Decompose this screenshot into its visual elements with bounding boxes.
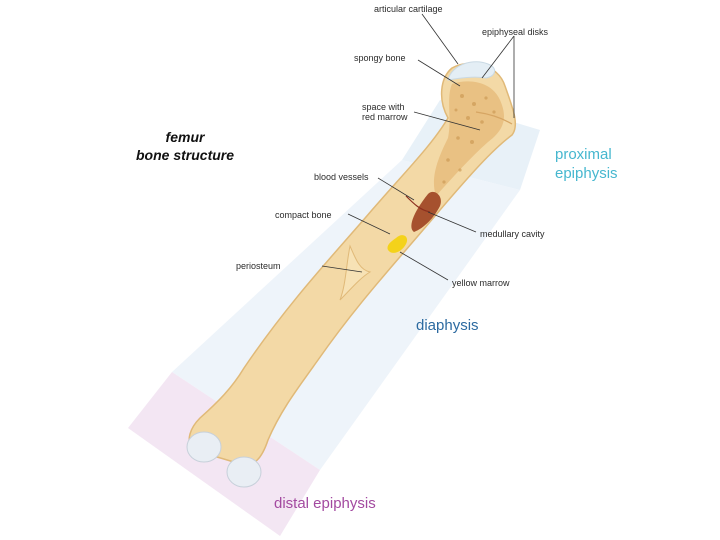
label-articular-cartilage: articular cartilage <box>374 4 443 14</box>
label-periosteum: periosteum <box>236 261 281 271</box>
label-compact-bone: compact bone <box>275 210 332 220</box>
region-label-distal-epiphysis: distal epiphysis <box>274 494 376 513</box>
region-proximal-line-2: epiphysis <box>555 164 618 183</box>
distal-cartilage-knob <box>227 457 261 487</box>
label-spongy-bone: spongy bone <box>354 53 406 63</box>
label-space-line-2: red marrow <box>362 112 408 122</box>
region-label-proximal-epiphysis: proximal epiphysis <box>555 145 618 183</box>
leader-articular-cartilage <box>422 14 458 64</box>
region-proximal-line-1: proximal <box>555 145 618 164</box>
label-epiphyseal-disks: epiphyseal disks <box>482 27 548 37</box>
title-line-1: femur <box>136 128 234 146</box>
label-medullary-cavity: medullary cavity <box>480 229 545 239</box>
label-yellow-marrow: yellow marrow <box>452 278 510 288</box>
label-space-with-red-marrow: space with red marrow <box>362 102 408 122</box>
distal-cartilage-knob <box>187 432 221 462</box>
diagram-title: femur bone structure <box>136 128 234 164</box>
leader-epiphyseal-disk-a <box>482 36 514 78</box>
title-line-2: bone structure <box>136 146 234 164</box>
label-blood-vessels: blood vessels <box>314 172 369 182</box>
region-label-diaphysis: diaphysis <box>416 316 479 335</box>
label-space-line-1: space with <box>362 102 408 112</box>
